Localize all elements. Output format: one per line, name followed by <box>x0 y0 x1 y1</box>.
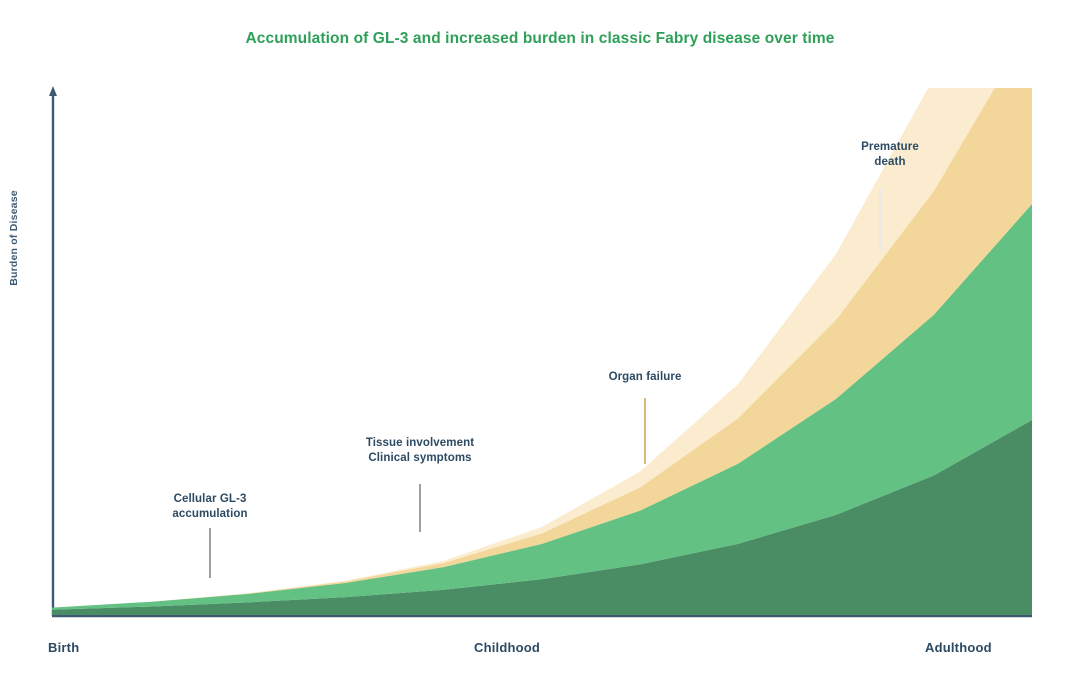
chart-title: Accumulation of GL-3 and increased burde… <box>245 30 835 47</box>
annotation-cellular-gl3-connector <box>209 528 211 578</box>
annotation-premature-death-line1: Premature <box>861 141 919 153</box>
band-cellular-gl-3-accumulation <box>52 420 1032 615</box>
annotation-tissue-involvement-line2: Clinical symptoms <box>368 452 472 464</box>
x-tick-label-birth: Birth <box>48 640 80 655</box>
annotation-cellular-gl3-line2: accumulation <box>172 508 248 520</box>
annotation-tissue-involvement-line1: Tissue involvement <box>365 437 475 449</box>
x-tick-label-adulthood: Adulthood <box>925 640 992 655</box>
annotation-tissue-involvement-connector <box>419 484 421 532</box>
annotation-cellular-gl3-line1: Cellular GL-3 <box>173 493 247 505</box>
annotation-tissue-involvement-text: Tissue involvement Clinical symptoms <box>300 436 540 466</box>
annotation-premature-death-line2: death <box>874 156 906 168</box>
plot-area <box>52 88 1032 615</box>
annotation-organ-failure-line1: Organ failure <box>608 371 682 383</box>
band-premature-death <box>52 88 995 608</box>
annotation-premature-death-text: Premature death <box>790 140 990 170</box>
band-organ-failure <box>52 88 1032 608</box>
band-tissue-involvement-clinical-symptoms <box>52 203 1032 610</box>
annotation-cellular-gl3: Cellular GL-3 accumulation <box>100 492 320 578</box>
annotation-premature-death: Premature death <box>790 140 990 250</box>
annotation-organ-failure-connector <box>644 398 646 464</box>
stacked-area-svg <box>52 88 1032 615</box>
annotation-cellular-gl3-text: Cellular GL-3 accumulation <box>100 492 320 522</box>
annotation-tissue-involvement: Tissue involvement Clinical symptoms <box>300 436 540 532</box>
x-tick-label-childhood: Childhood <box>474 640 541 655</box>
annotation-organ-failure: Organ failure <box>545 370 745 464</box>
annotation-premature-death-connector <box>879 188 881 250</box>
annotation-organ-failure-text: Organ failure <box>545 370 745 385</box>
y-axis-label: Burden of Disease <box>8 190 20 286</box>
